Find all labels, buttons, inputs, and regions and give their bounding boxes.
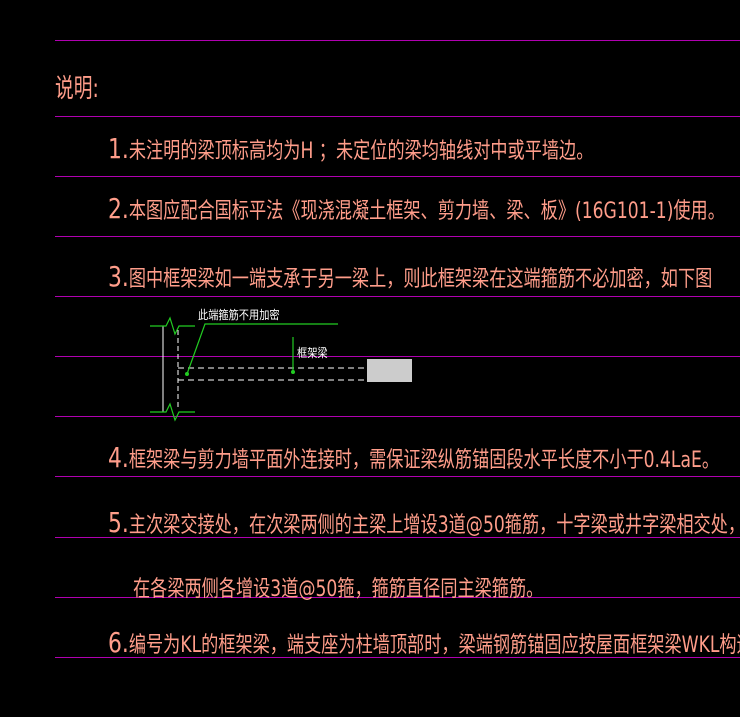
rule-line	[55, 40, 740, 41]
break-mark-top	[150, 316, 195, 336]
note-number: 1.	[108, 132, 129, 165]
break-mark-bottom	[150, 402, 195, 422]
note-3: 3.图中框架梁如一端支承于另一梁上，则此框架梁在这端箍筋不必加密，如下图	[108, 260, 712, 293]
rule-line	[55, 416, 740, 417]
label-no-densify: 此端箍筋不用加密	[198, 308, 280, 322]
rule-line	[55, 657, 740, 658]
note-4: 4.框架梁与剪力墙平面外连接时，需保证梁纵筋锚固段水平长度不小于0.4LaE。	[108, 441, 719, 474]
rule-line	[55, 476, 740, 477]
note-number: 6.	[108, 626, 129, 659]
rule-line	[55, 597, 740, 598]
note-5-continued: 在各梁两侧各增设3道@50箍，箍筋直径同主梁箍筋。	[133, 570, 543, 603]
note-text: 在各梁两侧各增设3道@50箍，箍筋直径同主梁箍筋。	[133, 577, 544, 602]
notes-title: 说明:	[55, 74, 99, 104]
rule-line	[55, 537, 740, 538]
note-text: 编号为KL的框架梁，端支座为柱墙顶部时，梁端钢筋锚固应按屋面框架梁WKL构造。	[128, 633, 740, 658]
rule-line	[55, 296, 740, 297]
note-text: 框架梁与剪力墙平面外连接时，需保证梁纵筋锚固段水平长度不小于0.4LaE。	[128, 448, 720, 473]
note-text: 图中框架梁如一端支承于另一梁上，则此框架梁在这端箍筋不必加密，如下图	[128, 267, 713, 292]
rule-line	[55, 356, 740, 357]
leader-dot-beam	[291, 370, 295, 374]
label-frame-beam: 框架梁	[297, 346, 328, 360]
rule-line	[55, 176, 740, 177]
note-number: 3.	[108, 260, 129, 293]
note-text: 本图应配合国标平法《现浇混凝土框架、剪力墙、梁、板》(16G101-1)使用。	[128, 199, 725, 224]
note-2: 2.本图应配合国标平法《现浇混凝土框架、剪力墙、梁、板》(16G101-1)使用…	[108, 192, 725, 225]
note-text: 主次梁交接处，在次梁两侧的主梁上增设3道@50箍筋，十字梁或井字梁相交处，	[128, 513, 740, 538]
note-1: 1.未注明的梁顶标高均为H ；未定位的梁均轴线对中或平墙边。	[108, 132, 593, 165]
note-6: 6.编号为KL的框架梁，端支座为柱墙顶部时，梁端钢筋锚固应按屋面框架梁WKL构造…	[108, 626, 740, 659]
rule-line	[55, 236, 740, 237]
rule-line	[55, 116, 740, 117]
note-number: 2.	[108, 192, 129, 225]
note-number: 5.	[108, 506, 129, 539]
note-text: 未注明的梁顶标高均为H ；未定位的梁均轴线对中或平墙边。	[128, 139, 594, 164]
leader-line-top	[186, 323, 338, 375]
beam-section-block	[367, 359, 412, 382]
note-number: 4.	[108, 441, 129, 474]
note-5: 5.主次梁交接处，在次梁两侧的主梁上增设3道@50箍筋，十字梁或井字梁相交处，	[108, 506, 740, 539]
leader-dot-top	[185, 372, 189, 376]
